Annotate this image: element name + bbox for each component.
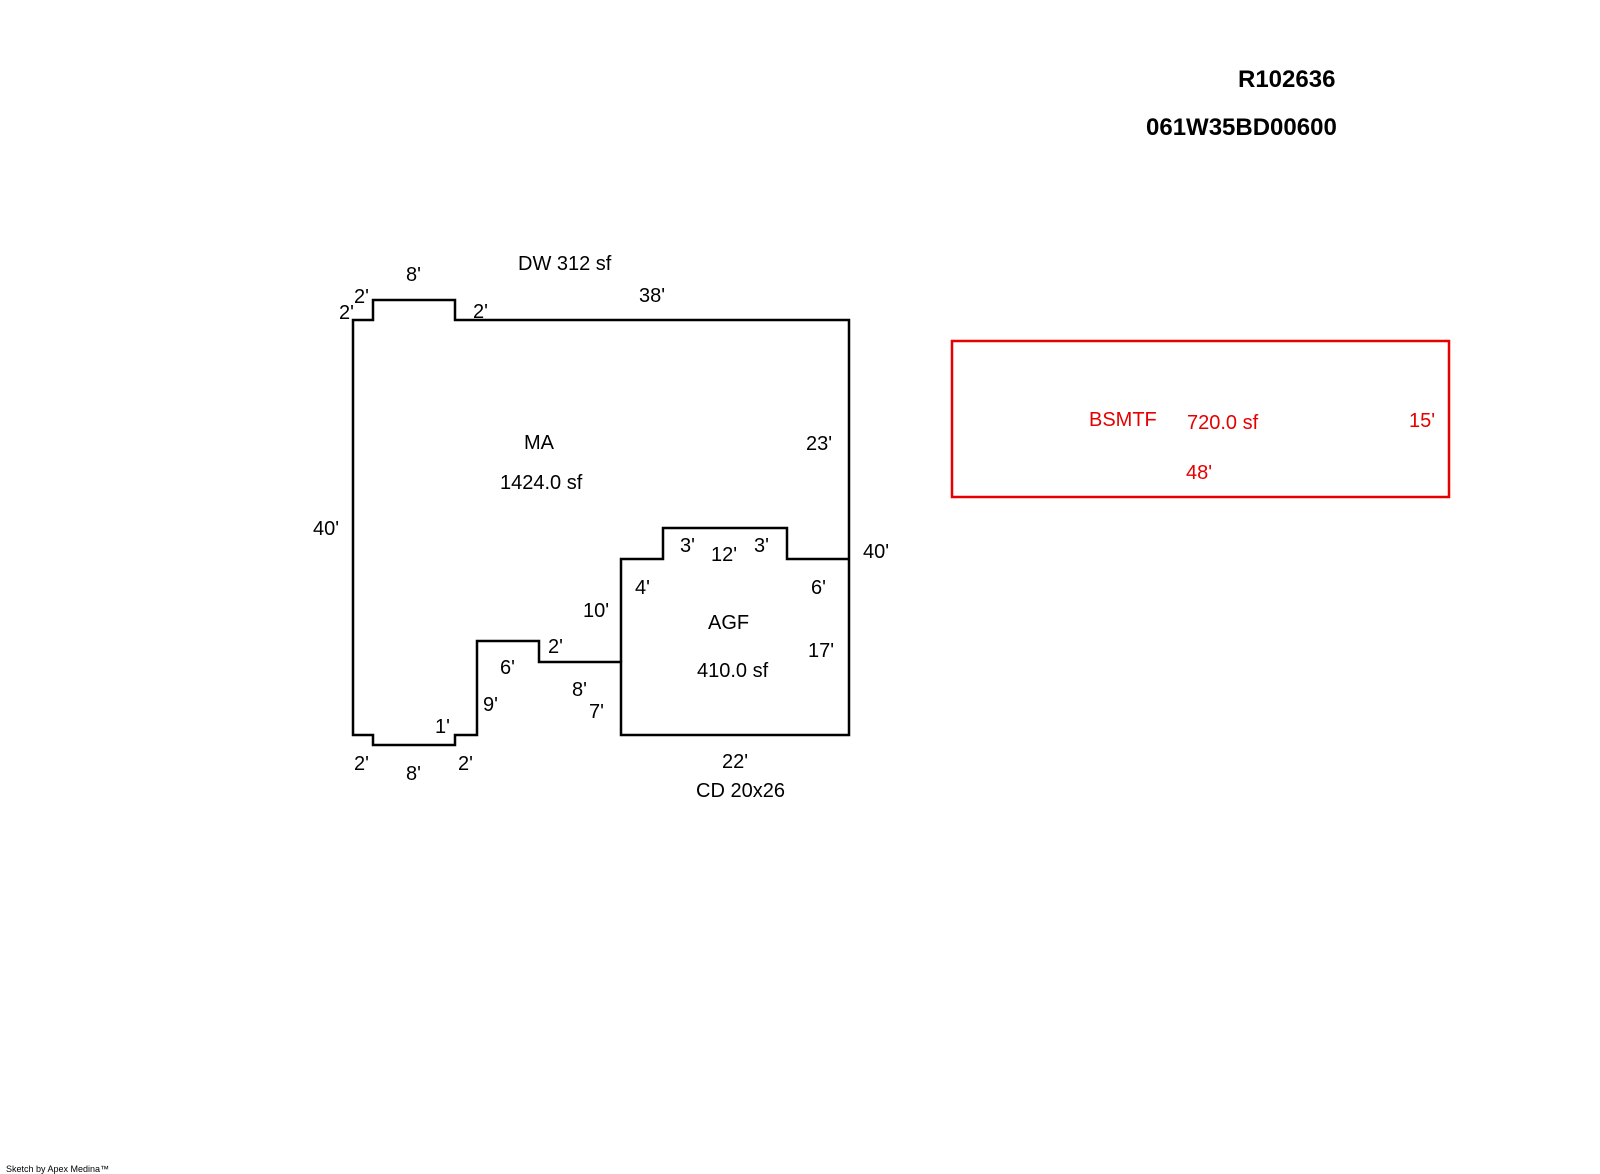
deck-label: DW 312 sf [518, 253, 612, 275]
garage-code: AGF [708, 612, 749, 634]
basement-length-dimension: 48' [1186, 462, 1212, 484]
basement-code: BSMTF [1089, 409, 1157, 431]
dim-left-height: 40' [313, 518, 339, 540]
dim-garage-bump-left: 3' [680, 535, 695, 557]
dim-top-bump-left-edge: 2' [339, 302, 354, 324]
dim-top-width: 38' [639, 285, 665, 307]
dim-notch-top: 2' [548, 636, 563, 658]
main-area-outline [351, 298, 851, 747]
dim-notch-side: 9' [483, 694, 498, 716]
main-area-size: 1424.0 sf [500, 472, 583, 494]
dim-bottom-step-small: 1' [435, 716, 450, 738]
dim-garage-left-step: 4' [635, 577, 650, 599]
map-number: 061W35BD00600 [1146, 114, 1337, 141]
dim-garage-left-side: 10' [583, 600, 609, 622]
main-area-code: MA [524, 432, 555, 454]
dim-garage-right-side: 17' [808, 640, 834, 662]
parcel-id: R102636 [1238, 66, 1336, 93]
dim-top-bump-left-step: 2' [354, 286, 369, 308]
dim-garage-bump-right: 3' [754, 535, 769, 557]
garage-outline [619, 526, 849, 662]
dim-right-upper: 23' [806, 433, 832, 455]
dim-top-bump-right-step: 2' [473, 301, 488, 323]
dim-bottom-left-step: 2' [354, 753, 369, 775]
dim-top-bump-width: 8' [406, 264, 421, 286]
basement-outline [950, 339, 1451, 499]
dim-garage-bump-width: 12' [711, 544, 737, 566]
dim-notch-inner: 6' [500, 657, 515, 679]
concrete-deck-label: CD 20x26 [696, 780, 785, 802]
garage-size: 410.0 sf [697, 660, 769, 682]
dim-bottom-right-step: 2' [458, 753, 473, 775]
dim-right-total: 40' [863, 541, 889, 563]
basement-size: 720.0 sf [1187, 412, 1259, 434]
basement-depth-dimension: 15' [1409, 410, 1435, 432]
sketch-credit: Sketch by Apex Medina™ [6, 1164, 110, 1174]
dim-garage-bottom: 22' [722, 751, 748, 773]
dim-notch-8: 8' [572, 679, 587, 701]
dim-garage-right-step: 6' [811, 577, 826, 599]
dim-bottom-bump-width: 8' [406, 763, 421, 785]
dim-notch-7: 7' [589, 701, 604, 723]
